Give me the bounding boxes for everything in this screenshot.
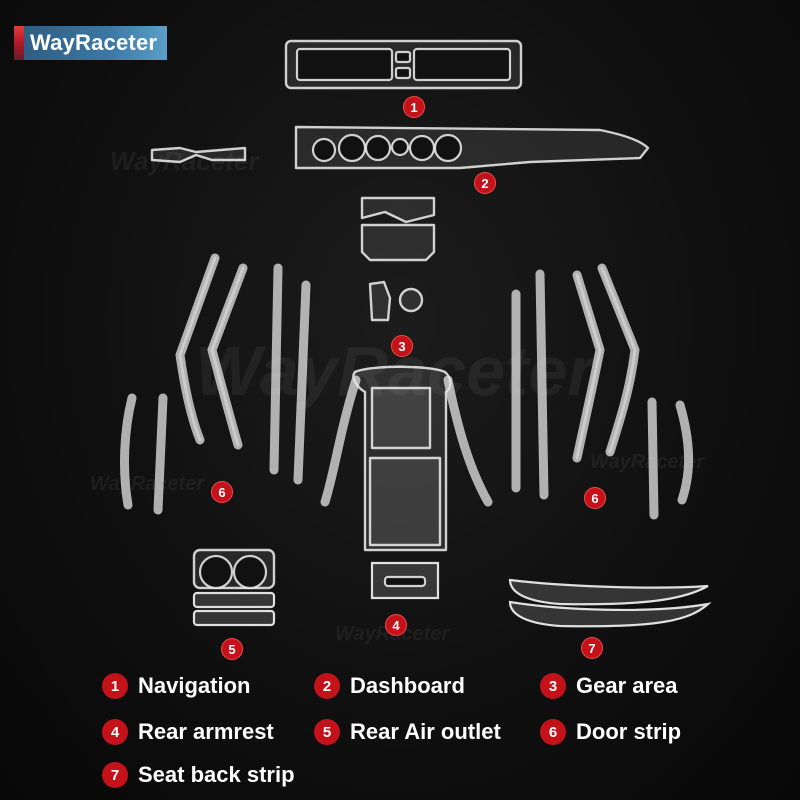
door-strip-film-left — [120, 253, 311, 515]
watermark-text: WayRaceter — [590, 451, 705, 473]
rear-air-outlet-film — [192, 548, 276, 627]
brand-logo-text: WayRaceter — [24, 26, 168, 60]
part-number-badge: 6 — [211, 481, 233, 503]
part-number-badge: 2 — [474, 172, 496, 194]
part-number-badge: 1 — [403, 96, 425, 118]
brand-logo: WayRaceter — [14, 26, 168, 60]
watermark-text: WayRaceter — [90, 473, 205, 495]
part-number-badge: 3 — [391, 335, 413, 357]
dashboard-film — [150, 125, 650, 170]
rear-armrest-film — [320, 365, 493, 600]
seat-back-strip-film — [508, 578, 712, 628]
part-number-badge: 6 — [584, 487, 606, 509]
gear-area-film — [360, 196, 436, 322]
brand-logo-bar — [14, 26, 24, 60]
part-number-badge: 7 — [581, 637, 603, 659]
part-number-badge: 4 — [385, 614, 407, 636]
door-strip-film-right — [511, 263, 693, 520]
navigation-film — [284, 39, 523, 90]
part-number-badge: 5 — [221, 638, 243, 660]
